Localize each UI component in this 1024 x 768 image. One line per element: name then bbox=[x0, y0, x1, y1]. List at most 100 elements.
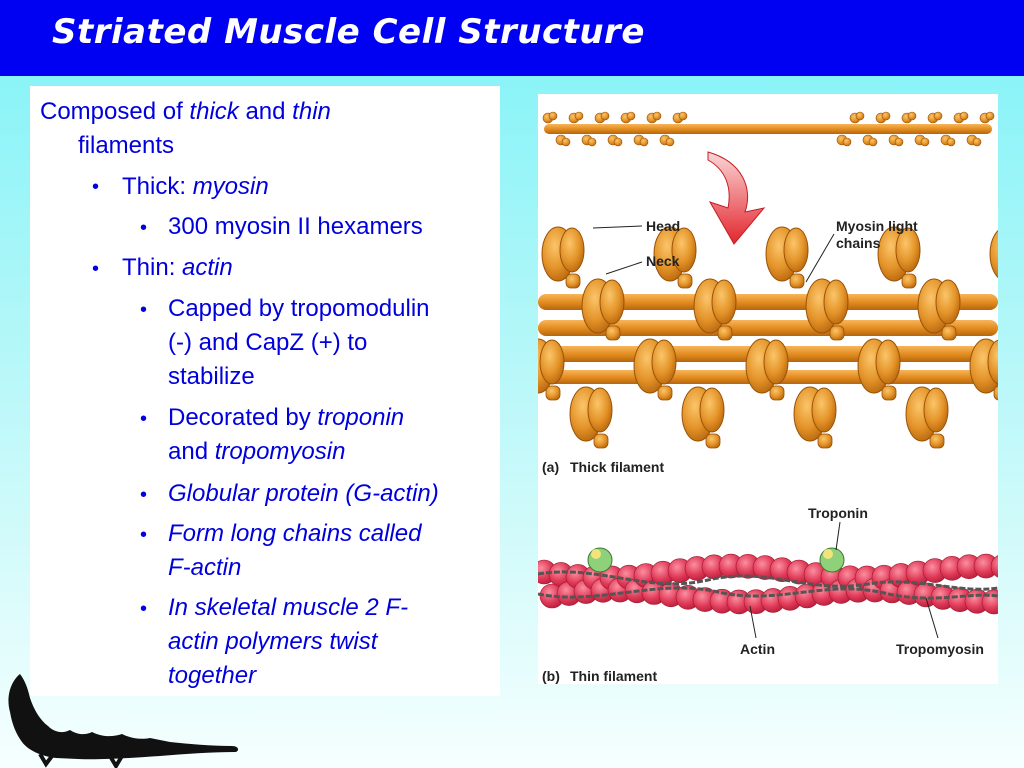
myosin-head bbox=[633, 338, 677, 394]
filament-diagram: Head Neck Myosin light chains (a) Thick … bbox=[538, 111, 998, 684]
thick-filament-overview bbox=[542, 111, 995, 147]
myosin-head-small bbox=[881, 111, 891, 121]
thin-item: Thin: actin bbox=[122, 254, 233, 282]
myosin-neck bbox=[817, 433, 833, 449]
myosin-neck bbox=[605, 325, 621, 341]
myosin-neck bbox=[901, 273, 917, 289]
actin-monomer bbox=[990, 555, 998, 578]
thin-filament bbox=[538, 547, 998, 615]
bullet: • bbox=[140, 217, 148, 239]
myosin-head-small bbox=[587, 137, 597, 147]
intro-text: Composed of bbox=[40, 98, 190, 125]
label-neck: Neck bbox=[646, 253, 680, 269]
decorated-text: Decorated by bbox=[168, 404, 318, 431]
myosin-head bbox=[857, 338, 901, 394]
myosin-head bbox=[745, 338, 789, 394]
myosin-head-small bbox=[574, 111, 584, 121]
myosin-head-small bbox=[548, 111, 558, 121]
myosin-head-small bbox=[600, 111, 610, 121]
skeletal-line-3: together bbox=[168, 662, 257, 689]
myosin-head bbox=[541, 226, 585, 282]
thick-filament-detail bbox=[538, 226, 998, 449]
slide-title: Striated Muscle Cell Structure bbox=[52, 12, 645, 52]
globular-line: Globular protein (G-actin) bbox=[168, 480, 439, 507]
myosin-neck bbox=[941, 325, 957, 341]
text-panel: Composed of thick and thin filaments • T… bbox=[30, 86, 500, 696]
capped-line-1: Capped by tropomodulin bbox=[168, 295, 430, 322]
bullet: • bbox=[140, 299, 148, 321]
label-actin: Actin bbox=[740, 641, 775, 657]
myosin-neck bbox=[593, 433, 609, 449]
myosin-head-small bbox=[665, 137, 675, 147]
decorated-line-2: and tropomyosin bbox=[168, 438, 345, 466]
label-head: Head bbox=[646, 218, 680, 234]
myosin-head-small bbox=[972, 137, 982, 147]
myosin-head-small bbox=[946, 137, 956, 147]
myosin-head-small bbox=[894, 137, 904, 147]
intro-line-2: filaments bbox=[78, 132, 175, 159]
caption-b: Thin filament bbox=[570, 668, 657, 684]
myosin-head bbox=[538, 338, 565, 394]
bullet: • bbox=[140, 484, 148, 506]
skeletal-line-2: actin polymers twist bbox=[168, 628, 378, 655]
myosin-detail: 300 myosin II hexamers bbox=[168, 213, 423, 240]
myosin-neck bbox=[565, 273, 581, 289]
bullet: • bbox=[140, 524, 148, 546]
skeletal-line-1: In skeletal muscle 2 F- bbox=[168, 594, 409, 621]
zoom-arrow-icon bbox=[707, 151, 766, 245]
caption-a: Thick filament bbox=[570, 459, 664, 475]
thick-item: Thick: myosin bbox=[122, 173, 269, 201]
thin-label: Thin: bbox=[122, 254, 183, 281]
form-line-1: Form long chains called bbox=[168, 520, 422, 547]
myosin-head-small bbox=[933, 111, 943, 121]
myosin-neck bbox=[545, 385, 561, 401]
crocodile-logo-icon bbox=[8, 674, 239, 768]
myosin-head-small bbox=[959, 111, 969, 121]
thin-value: actin bbox=[182, 254, 233, 281]
thick-value: myosin bbox=[192, 173, 269, 200]
filament-figure: Head Neck Myosin light chains (a) Thick … bbox=[538, 94, 998, 684]
myosin-head-small bbox=[842, 137, 852, 147]
myosin-neck bbox=[677, 273, 693, 289]
caption-a-letter: (a) bbox=[542, 459, 559, 475]
myosin-head-small bbox=[985, 111, 995, 121]
bullet: • bbox=[140, 598, 148, 620]
myosin-head bbox=[793, 386, 837, 442]
myosin-head bbox=[905, 386, 949, 442]
decorated-troponin: troponin bbox=[317, 404, 405, 431]
myosin-head bbox=[681, 386, 725, 442]
myosin-head-small bbox=[561, 137, 571, 147]
intro-thin: thin bbox=[292, 98, 331, 125]
myosin-head-small bbox=[652, 111, 662, 121]
intro-and: and bbox=[238, 98, 293, 125]
myosin-neck bbox=[881, 385, 897, 401]
myosin-head-small bbox=[613, 137, 623, 147]
myosin-head bbox=[877, 226, 921, 282]
label-light-chains-2: chains bbox=[836, 235, 881, 251]
myosin-head-small bbox=[907, 111, 917, 121]
bullet: • bbox=[92, 258, 100, 280]
myosin-neck bbox=[993, 385, 998, 401]
label-tropomyosin: Tropomyosin bbox=[896, 641, 984, 657]
label-light-chains-1: Myosin light bbox=[836, 218, 918, 234]
capped-line-3: stabilize bbox=[168, 363, 255, 390]
actin-monomer bbox=[973, 553, 998, 579]
myosin-neck bbox=[657, 385, 673, 401]
myosin-neck bbox=[929, 433, 945, 449]
myosin-neck bbox=[829, 325, 845, 341]
myosin-head-small bbox=[868, 137, 878, 147]
myosin-neck bbox=[789, 273, 805, 289]
bullet: • bbox=[140, 408, 148, 430]
thick-label: Thick: bbox=[122, 173, 193, 200]
myosin-head bbox=[989, 226, 998, 282]
myosin-neck bbox=[717, 325, 733, 341]
intro-line: Composed of thick and thin bbox=[40, 98, 331, 126]
decorated-tropomyosin: tropomyosin bbox=[214, 438, 346, 465]
myosin-head bbox=[765, 226, 809, 282]
title-bar: Striated Muscle Cell Structure bbox=[0, 0, 1024, 76]
myosin-head-small bbox=[920, 137, 930, 147]
form-line-2: F-actin bbox=[168, 554, 242, 581]
myosin-head bbox=[569, 386, 613, 442]
myosin-head-small bbox=[678, 111, 688, 121]
myosin-neck bbox=[769, 385, 785, 401]
